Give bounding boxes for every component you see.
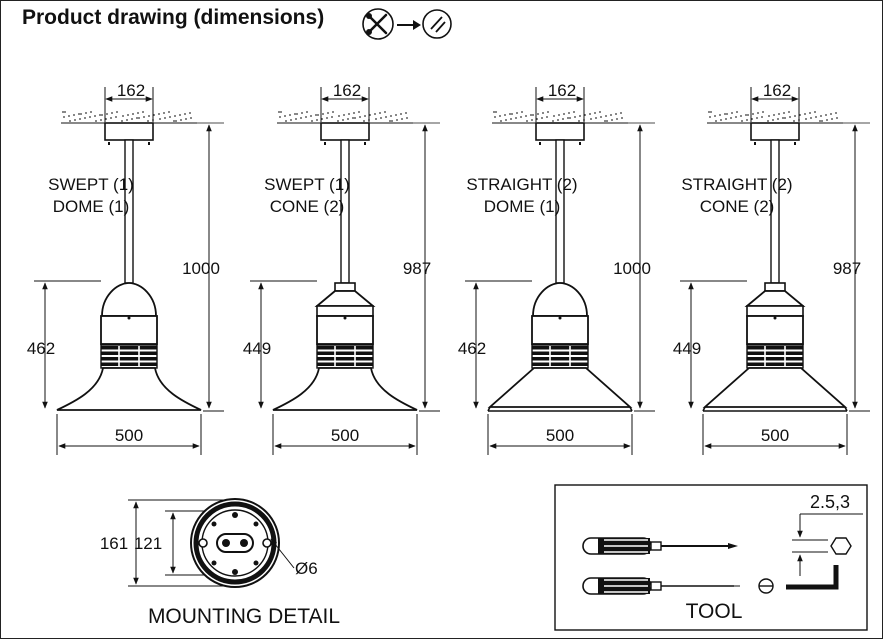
- total-height-dimension: 1000: [182, 259, 220, 278]
- tool-size-label: 2.5,3: [810, 492, 850, 512]
- lamp-label-line2: CONE (2): [700, 197, 775, 216]
- reflector: [487, 367, 633, 408]
- mounting-hole-dimension: Ø6: [295, 559, 318, 578]
- ceiling-hatch: [61, 110, 197, 123]
- top-width-dimension: 162: [117, 81, 145, 100]
- reflector: [702, 367, 848, 408]
- lamp-drawing-3: 162 1000 462 500 STRAIGHT (2) DOME (1): [458, 81, 655, 455]
- lamp-body: [746, 315, 804, 345]
- mounting-caption: MOUNTING DETAIL: [148, 605, 340, 628]
- lamp-drawing-2: 162 987 449 500 SWEPT (1) CONE (2): [243, 81, 440, 455]
- lamp-drawing-1: 162 1000 462 500 SWEPT (1) DOME (1): [27, 81, 224, 455]
- cone-housing: [314, 290, 376, 307]
- mounting-outer-dimension: 161: [100, 534, 128, 553]
- ceiling-hatch: [707, 110, 843, 123]
- lamp-drawing-4: 162 987 449 500 STRAIGHT (2) CONE (2): [673, 81, 870, 455]
- bottom-width-dimension: 500: [761, 426, 789, 445]
- lamp-body: [100, 315, 158, 345]
- cooling-fin: [532, 357, 588, 361]
- page-title: Product drawing (dimensions): [22, 6, 325, 29]
- top-width-dimension: 162: [548, 81, 576, 100]
- dome-housing: [532, 282, 588, 317]
- total-height-dimension: 987: [403, 259, 431, 278]
- cooling-fin: [747, 357, 803, 361]
- canopy: [535, 122, 585, 141]
- lamp-label-line1: STRAIGHT (2): [466, 175, 577, 194]
- canopy: [104, 122, 154, 141]
- hex-key-icon: [786, 513, 863, 590]
- lamp-label-line1: SWEPT (1): [48, 175, 134, 194]
- phillips-screwdriver-icon: [582, 537, 738, 555]
- mounting-inner-dimension: 121: [134, 534, 162, 553]
- total-height-dimension: 987: [833, 259, 861, 278]
- cooling-fin: [317, 346, 373, 350]
- cooling-fin: [317, 357, 373, 361]
- bottom-width-dimension: 500: [546, 426, 574, 445]
- mounting-detail: 161 121 Ø6 MOUNTING DETAIL: [100, 498, 340, 628]
- tool-caption: TOOL: [686, 600, 743, 623]
- lamp-label-line1: SWEPT (1): [264, 175, 350, 194]
- slot-head-icon: [758, 578, 774, 594]
- reflector: [272, 367, 418, 411]
- canopy: [320, 122, 370, 141]
- reflector: [56, 367, 202, 411]
- cooling-fin: [101, 351, 157, 355]
- cooling-fin: [101, 357, 157, 361]
- lamp-label-line2: DOME (1): [484, 197, 561, 216]
- top-width-dimension: 162: [333, 81, 361, 100]
- top-width-dimension: 162: [763, 81, 791, 100]
- cooling-fin: [532, 362, 588, 366]
- lamp-body: [531, 315, 589, 345]
- cooling-fin: [747, 351, 803, 355]
- ceiling-hatch: [277, 110, 413, 123]
- lamp-label-line1: STRAIGHT (2): [681, 175, 792, 194]
- lamp-label-line2: CONE (2): [270, 197, 345, 216]
- cooling-fin: [532, 351, 588, 355]
- screwdriver-crossed-icon: [362, 8, 394, 40]
- body-height-dimension: 462: [27, 339, 55, 358]
- cooling-fin: [747, 362, 803, 366]
- body-height-dimension: 462: [458, 339, 486, 358]
- cooling-fin: [101, 362, 157, 366]
- cone-housing: [744, 290, 806, 307]
- body-height-dimension: 449: [673, 339, 701, 358]
- canopy: [750, 122, 800, 141]
- tool-panel: 2.5,3 TOOL: [554, 484, 868, 631]
- cooling-fin: [317, 351, 373, 355]
- cooling-fin: [101, 346, 157, 350]
- cooling-fin: [532, 346, 588, 350]
- arrow-right-icon: [397, 20, 421, 30]
- lamp-body: [316, 315, 374, 345]
- lamp-label-line2: DOME (1): [53, 197, 130, 216]
- flat-screwdriver-icon: [582, 577, 740, 595]
- screw-icon: [422, 9, 452, 39]
- cooling-fin: [317, 362, 373, 366]
- bottom-width-dimension: 500: [115, 426, 143, 445]
- body-height-dimension: 449: [243, 339, 271, 358]
- ceiling-hatch: [492, 110, 628, 123]
- dome-housing: [101, 282, 157, 317]
- total-height-dimension: 1000: [613, 259, 651, 278]
- cooling-fin: [747, 346, 803, 350]
- bottom-width-dimension: 500: [331, 426, 359, 445]
